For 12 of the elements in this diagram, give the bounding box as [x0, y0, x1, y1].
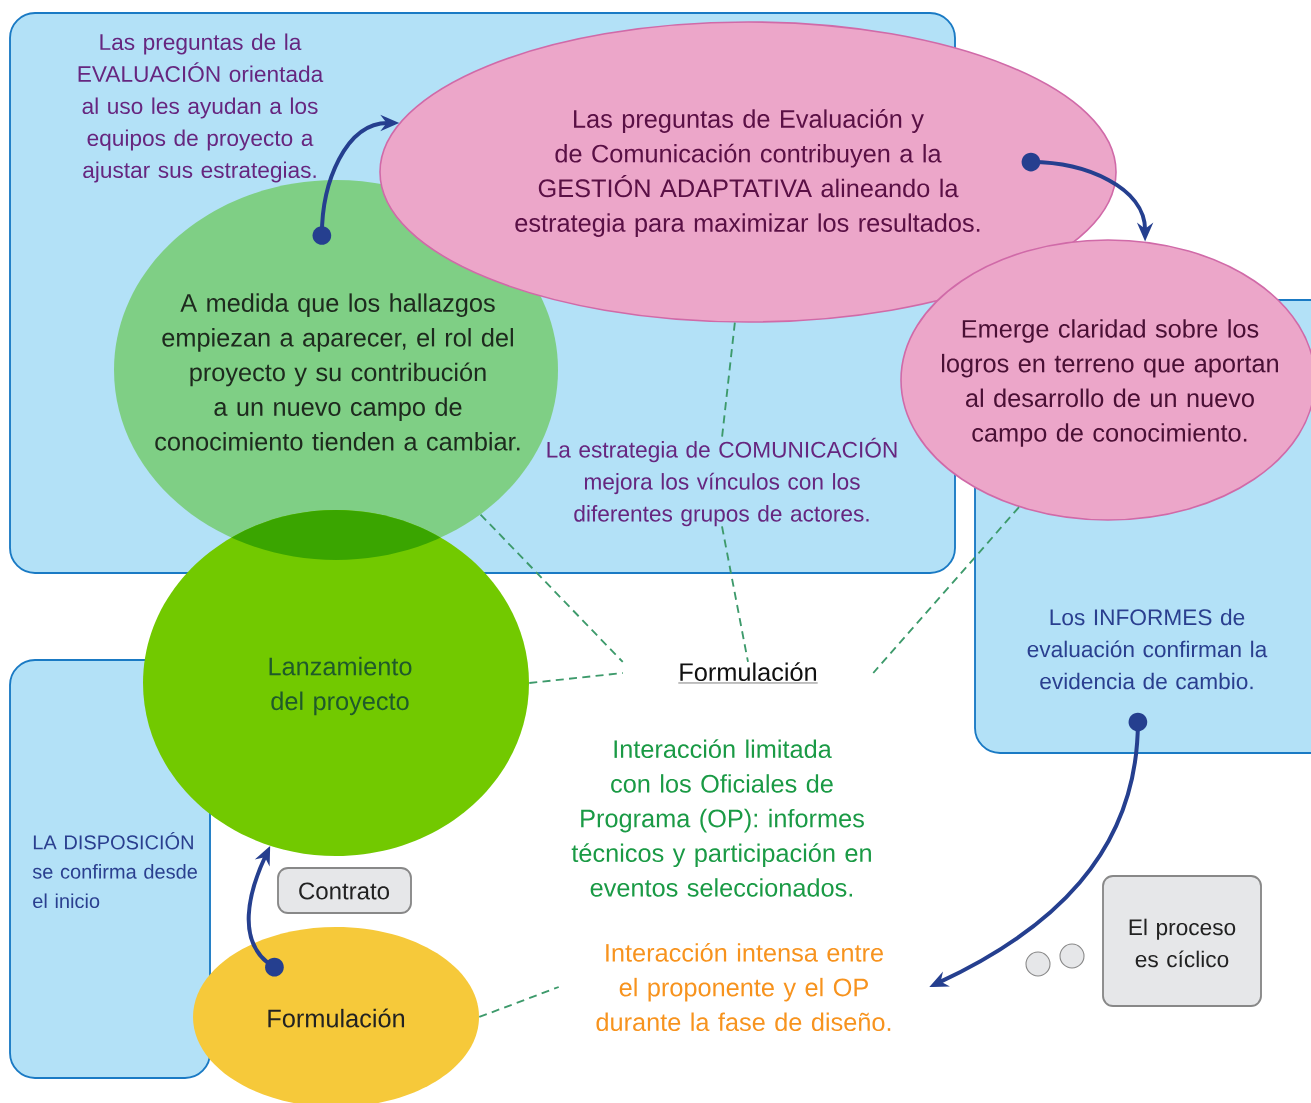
panel: LA DISPOSICIÓN se confirma desde el inicio	[9, 659, 211, 1079]
leader-line	[721, 321, 736, 439]
leader-line	[528, 672, 624, 684]
note-text: Interacción intensa entre el proponente y el OP durante la fase de diseño.	[596, 942, 891, 1032]
note-text: Interacción limitada con los Oficiales de Programa (OP): informes técnicos y participación en eventos seleccionados.	[571, 739, 871, 897]
note-box: El proceso es cíclico	[1102, 875, 1262, 1007]
leader-line	[479, 513, 624, 663]
heading: Formulación	[678, 662, 818, 684]
leader-line	[478, 986, 560, 1018]
label-box: Contrato	[277, 867, 412, 914]
leader-line	[721, 525, 749, 663]
leader-line	[872, 506, 1020, 674]
